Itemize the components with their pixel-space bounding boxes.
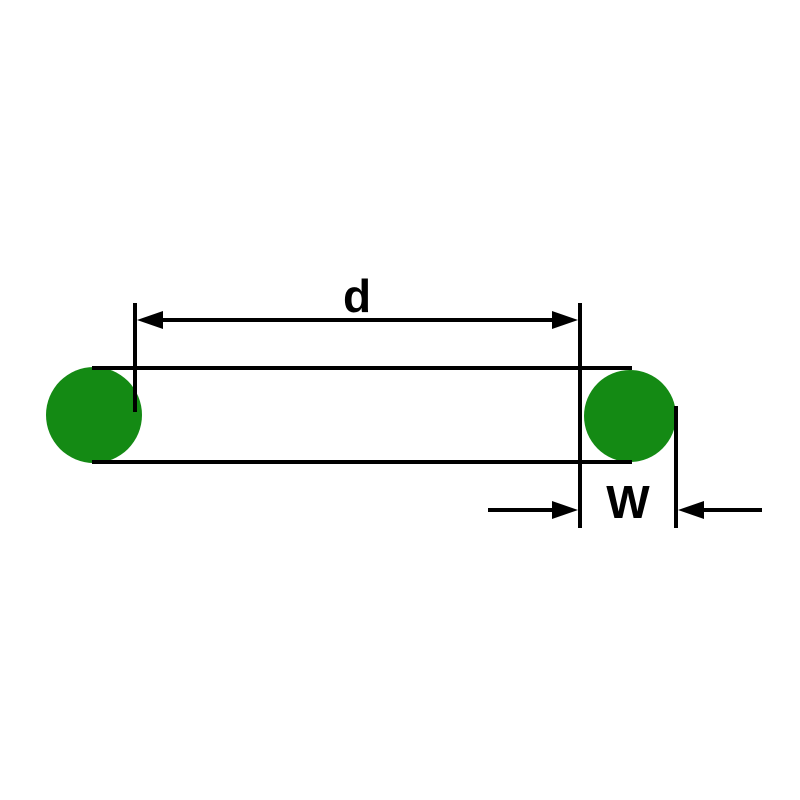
dim-d-arrowhead-left-icon — [137, 311, 163, 329]
dim-d-arrowhead-right-icon — [552, 311, 578, 329]
oring-cross-section-left — [46, 367, 142, 463]
dim-w-label: W — [606, 476, 650, 528]
dim-w-arrowhead-left-icon — [552, 501, 578, 519]
oring-cross-section-right — [584, 370, 676, 462]
dim-w-arrowhead-right-icon — [678, 501, 704, 519]
dim-d-label: d — [343, 270, 371, 322]
